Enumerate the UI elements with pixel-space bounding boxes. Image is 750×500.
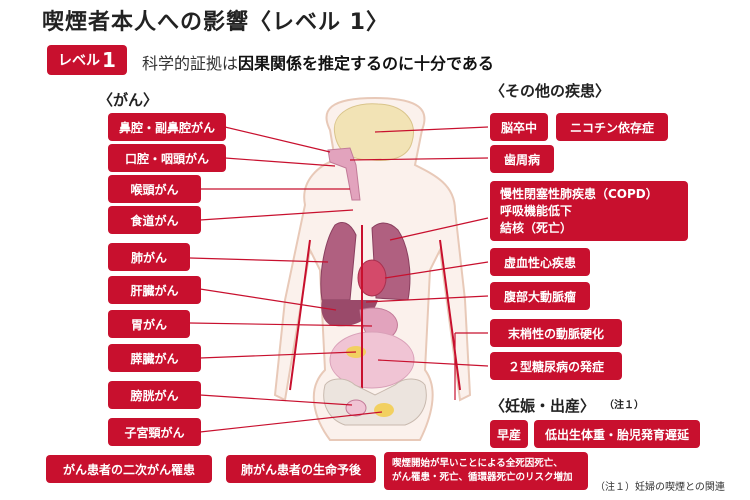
cancer-item-bladder: 膀胱がん	[108, 381, 201, 409]
level-description: 科学的証拠は因果関係を推定するのに十分である	[142, 50, 494, 74]
bladder-shape	[345, 399, 367, 417]
cancer-item-larynx: 喉頭がん	[108, 175, 201, 203]
brain-shape	[333, 103, 414, 161]
cancer-item-stomach: 胃がん	[108, 310, 190, 338]
bottom-item-prognosis: 肺がん患者の生命予後	[226, 455, 376, 483]
other-item-diabetes: ２型糖尿病の発症	[490, 352, 622, 380]
pregnancy-heading: 〈妊娠・出産〉	[490, 397, 596, 415]
level-badge-number: 1	[102, 48, 116, 72]
pregnancy-note-mark: （注１）	[604, 400, 644, 411]
liver-shape	[321, 300, 378, 327]
pregnancy-item-lowweight: 低出生体重・胎児発育遅延	[534, 420, 700, 448]
cancer-item-lung: 肺がん	[108, 243, 190, 271]
page-title: 喫煙者本人への影響〈レベル 1〉	[42, 10, 389, 35]
connector-lines-right	[349, 126, 489, 400]
intestine-shape	[329, 331, 415, 389]
cancer-item-oral: 口腔・咽頭がん	[108, 144, 226, 172]
connector-lines-left	[189, 126, 383, 433]
cancer-item-cervical: 子宮頸がん	[108, 418, 201, 446]
artery-lines	[289, 225, 461, 395]
other-item-aortic: 腹部大動脈瘤	[490, 282, 590, 310]
other-heading: 〈その他の疾患〉	[490, 82, 611, 100]
other-item-copd: 慢性閉塞性肺疾患（COPD） 呼吸機能低下 結核（死亡）	[490, 181, 688, 241]
cancer-item-liver: 肝臓がん	[108, 276, 201, 304]
copd-line-2: 呼吸機能低下	[500, 203, 573, 218]
level-desc-bold: 因果関係を推定するのに十分である	[238, 54, 494, 73]
level-badge: レベル 1	[47, 45, 127, 75]
early-line-2: がん罹患・死亡、循環器死亡のリスク増加	[392, 472, 573, 483]
other-item-peripheral: 末梢性の動脈硬化	[490, 319, 622, 347]
cancer-item-esophagus: 食道がん	[108, 206, 201, 234]
level-badge-text: レベル	[58, 53, 101, 69]
cancer-item-nasal: 鼻腔・副鼻腔がん	[108, 113, 226, 141]
bottom-item-secondary: がん患者の二次がん罹患	[46, 455, 212, 483]
cancer-item-pancreas: 膵臓がん	[108, 344, 201, 372]
early-line-1: 喫煙開始が早いことによる全死因死亡、	[392, 458, 563, 469]
other-item-stroke: 脳卒中	[490, 113, 548, 141]
copd-line-3: 結核（死亡）	[500, 220, 573, 235]
uterus-shape	[374, 403, 394, 417]
other-item-nicotine: ニコチン依存症	[556, 113, 668, 141]
other-item-periodontal: 歯周病	[490, 145, 554, 173]
bottom-item-early-smoking: 喫煙開始が早いことによる全死因死亡、 がん罹患・死亡、循環器死亡のリスク増加	[384, 452, 588, 490]
other-item-ischemic: 虚血性心疾患	[490, 248, 590, 276]
copd-line-1: 慢性閉塞性肺疾患（COPD）	[500, 186, 658, 201]
cancer-heading: 〈がん〉	[98, 91, 159, 109]
throat-shape	[327, 147, 361, 201]
footnote: （注１）妊婦の喫煙との関連	[595, 482, 725, 493]
pregnancy-item-preterm: 早産	[490, 420, 528, 448]
level-desc-pre: 科学的証拠は	[142, 54, 239, 73]
